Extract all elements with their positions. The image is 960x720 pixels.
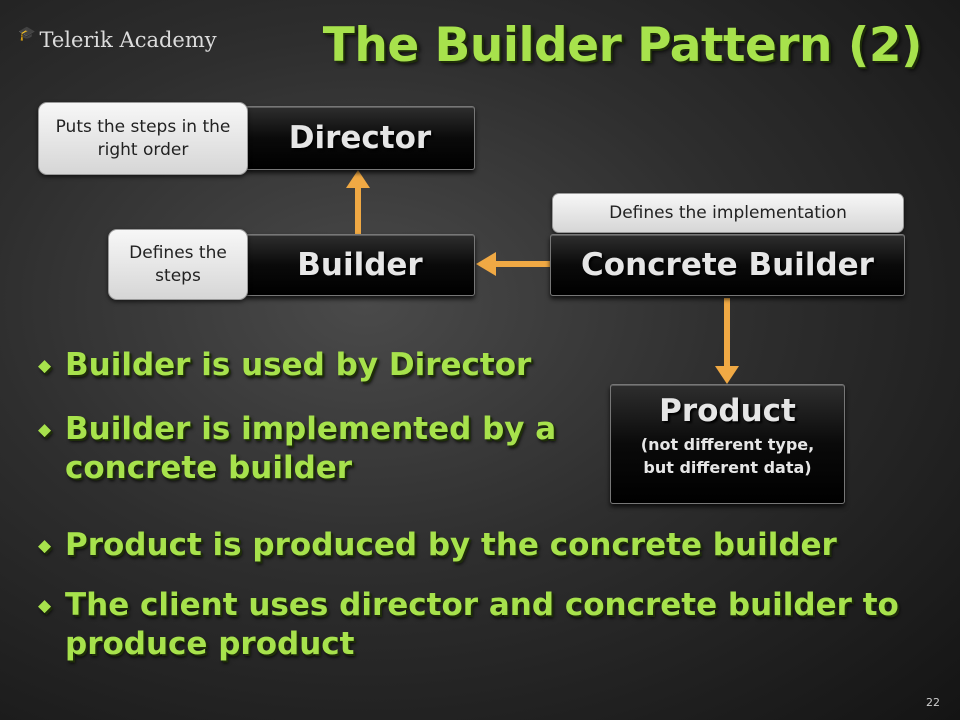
bullet-text: Builder is used by Director — [65, 347, 532, 383]
bullet-item: ◆ Product is produced by the concrete bu… — [38, 526, 928, 565]
diamond-bullet-icon: ◆ — [38, 356, 52, 376]
product-title: Product — [659, 393, 796, 429]
slide-number: 22 — [926, 696, 940, 709]
director-note: Puts the steps in the right order — [38, 102, 248, 175]
concrete-builder-box: Concrete Builder — [550, 234, 905, 296]
diamond-bullet-icon: ◆ — [38, 596, 52, 616]
concrete-builder-note: Defines the implementation — [552, 193, 904, 233]
director-box: Director — [245, 106, 475, 170]
arrowhead-left — [476, 252, 496, 276]
bullet-text: Product is produced by the concrete buil… — [65, 527, 837, 563]
builder-note: Defines the steps — [108, 229, 248, 300]
builder-box: Builder — [245, 234, 475, 296]
logo-text: Telerik Academy — [39, 28, 217, 52]
product-subtitle: (not different type, but different data) — [640, 435, 815, 478]
product-box: Product (not different type, but differe… — [610, 384, 845, 504]
arrow-builder-to-director — [355, 186, 361, 234]
slide-title: The Builder Pattern (2) — [322, 18, 923, 73]
diamond-bullet-icon: ◆ — [38, 420, 52, 440]
bullet-item: ◆ The client uses director and concrete … — [38, 586, 928, 665]
bullet-item: ◆ Builder is used by Director — [38, 346, 558, 385]
graduation-cap-icon: 🎓 — [18, 26, 36, 42]
arrowhead-up — [346, 170, 370, 188]
bullet-text: Builder is implemented by a concrete bui… — [65, 411, 557, 487]
bullet-text: The client uses director and concrete bu… — [65, 587, 899, 663]
arrowhead-down — [715, 366, 739, 384]
bullet-item: ◆ Builder is implemented by a concrete b… — [38, 410, 558, 489]
arrow-concrete-to-builder — [494, 261, 550, 267]
telerik-academy-logo: 🎓 Telerik Academy — [18, 26, 217, 52]
diamond-bullet-icon: ◆ — [38, 536, 52, 556]
arrow-concrete-to-product — [724, 298, 730, 368]
